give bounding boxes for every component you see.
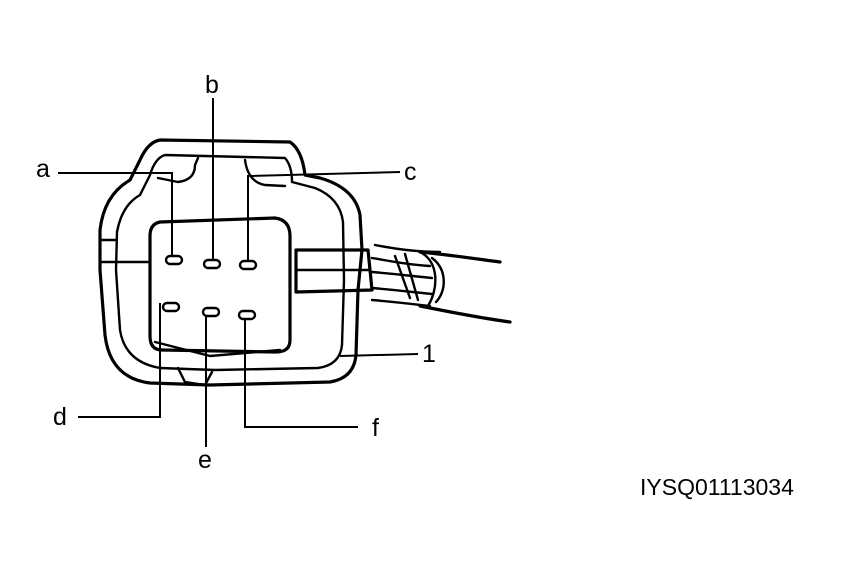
callout-f: f — [372, 414, 379, 442]
callout-part-1: 1 — [422, 340, 436, 368]
callout-c: c — [404, 158, 417, 186]
callout-a: a — [36, 155, 50, 183]
callout-b: b — [205, 71, 219, 99]
pin-b — [202, 258, 222, 270]
leader-1 — [339, 353, 419, 357]
leader-c — [247, 171, 401, 261]
wire-harness — [370, 243, 512, 324]
pin-c — [238, 259, 258, 271]
leader-d — [78, 303, 161, 418]
connector-body — [98, 138, 374, 387]
pin-a — [164, 254, 184, 266]
leader-a — [58, 172, 173, 256]
pin-f — [237, 309, 257, 321]
reference-code: IYSQ01113034 — [640, 474, 794, 500]
leader-f — [244, 319, 358, 428]
pin-e — [201, 306, 221, 318]
callout-e: e — [198, 446, 212, 474]
leader-lines — [58, 98, 419, 447]
callout-d: d — [53, 403, 67, 431]
terminal-pins — [161, 254, 258, 321]
pin-d — [161, 301, 181, 313]
terminal-face — [148, 216, 292, 358]
